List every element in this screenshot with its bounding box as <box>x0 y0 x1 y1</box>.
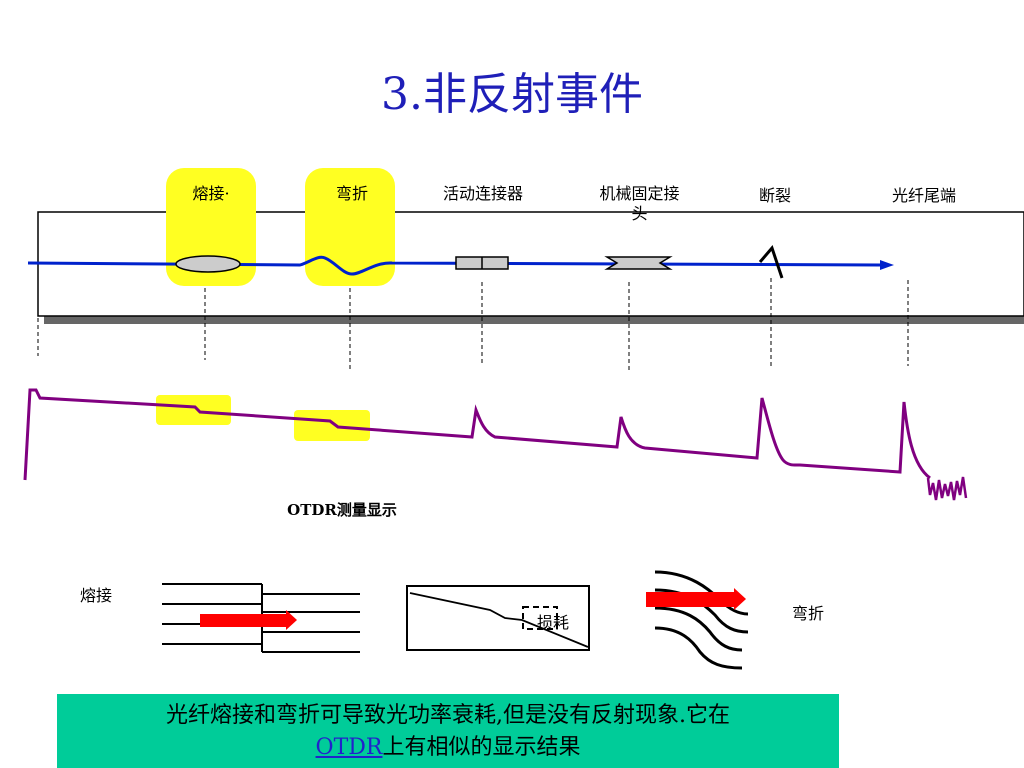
note-line-1: 光纤熔接和弯折可导致光功率衰耗,但是没有反射现象.它在 <box>166 703 730 728</box>
loss-marker <box>522 606 558 630</box>
fiber-arrow-head <box>880 260 894 270</box>
loss-curve <box>409 592 589 648</box>
label-bend: 弯折 <box>335 184 368 203</box>
fusion-splice-icon <box>175 255 241 273</box>
trace-bend-highlight <box>294 410 370 441</box>
otdr-noise <box>926 476 968 501</box>
fusion-detail-arrow-head <box>286 610 297 630</box>
note-box: 光纤熔接和弯折可导致光功率衰耗,但是没有反射现象.它在 OTDR上有相似的显示结… <box>57 694 839 768</box>
note-line-2: OTDR上有相似的显示结果 <box>57 732 839 764</box>
detail-bend-label: 弯折 <box>791 604 824 623</box>
note-line-2-text: 上有相似的显示结果 <box>382 735 581 760</box>
bend-detail-arrow-head <box>734 588 746 610</box>
break-icon <box>758 245 784 279</box>
label-mechanical: 机械固定接头 <box>599 184 680 223</box>
loss-box <box>406 585 590 651</box>
label-break: 断裂 <box>758 186 791 205</box>
guide-lines <box>37 278 909 372</box>
fusion-highlight <box>166 168 256 286</box>
page-title: 3.非反射事件 <box>381 69 643 120</box>
otdr-trace <box>23 388 931 481</box>
fusion-detail-arrow-body <box>200 614 286 627</box>
trace-fusion-highlight <box>156 395 231 425</box>
bend-highlight <box>305 168 395 286</box>
mechanical-splice-icon <box>604 256 673 270</box>
label-connector: 活动连接器 <box>442 184 523 203</box>
fiber-line <box>27 255 881 276</box>
bend-detail-drawing <box>654 570 749 670</box>
otdr-caption: OTDR测量显示 <box>287 501 397 519</box>
detail-fusion-label: 熔接 <box>79 586 112 605</box>
detail-loss-label: 损耗 <box>536 613 569 632</box>
label-fiber-end: 光纤尾端 <box>891 186 956 205</box>
bend-detail-arrow-body <box>646 592 734 607</box>
otdr-link[interactable]: OTDR <box>315 735 383 760</box>
label-fusion: 熔接· <box>192 184 230 203</box>
